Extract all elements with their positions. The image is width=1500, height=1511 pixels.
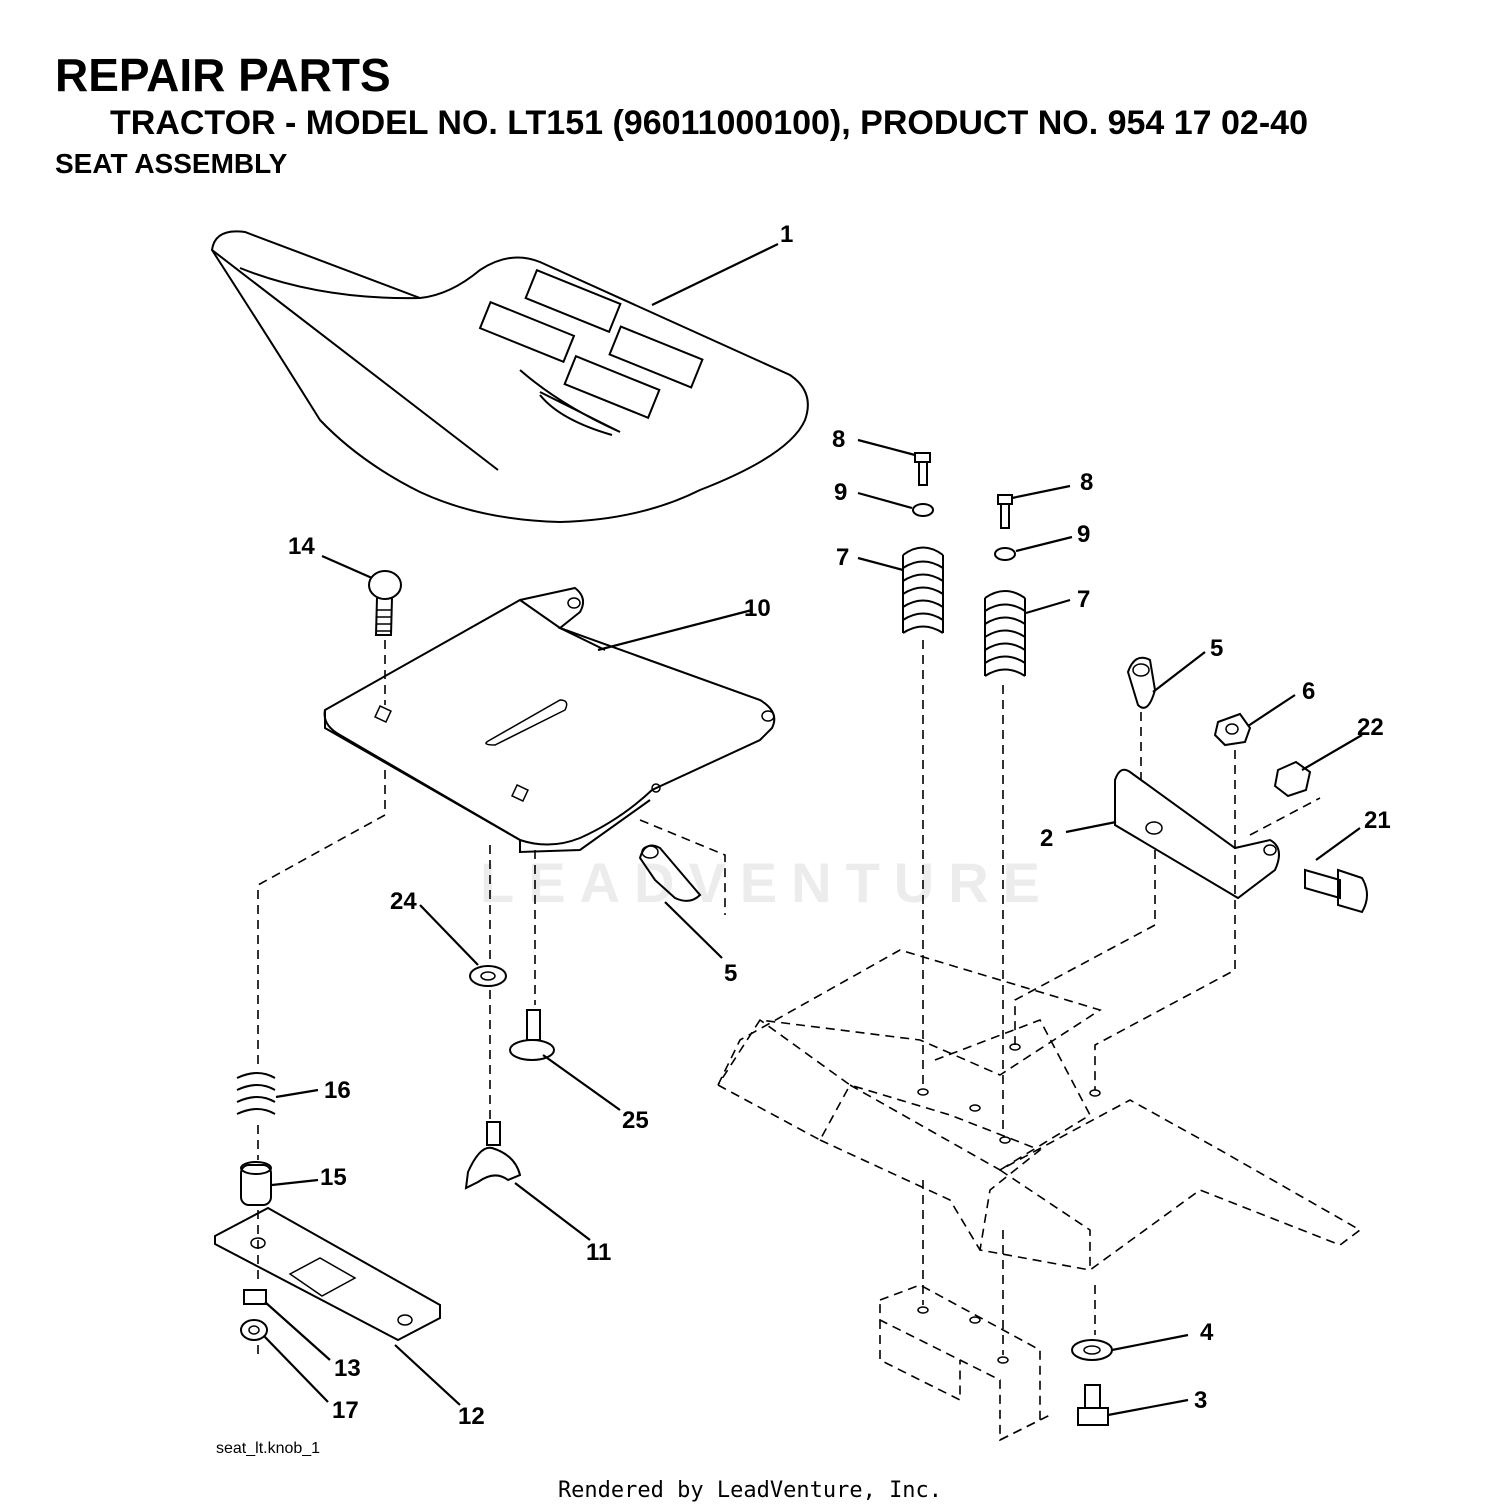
drawing-identifier: seat_lt.knob_1 [216,1440,321,1457]
callout-3: 3 [1194,1387,1207,1414]
right-parts [1114,656,1368,914]
callout-13: 13 [334,1355,361,1382]
seat-pan-part [323,586,776,854]
center-small-parts [464,844,702,1190]
callout-15: 15 [320,1164,347,1191]
watermark-text: LEADVENTURE [480,851,1055,914]
callout-9-left: 9 [834,479,847,506]
callout-21: 21 [1364,807,1391,834]
spring-stack-parts [902,452,1026,677]
page-title: REPAIR PARTS [55,49,391,101]
callout-11: 11 [586,1239,611,1266]
callout-14: 14 [288,533,315,560]
callout-10: 10 [744,595,771,622]
washer-bolt-parts [1071,1339,1113,1426]
callout-5-upper: 5 [1210,635,1223,662]
callout-17: 17 [332,1397,359,1424]
section-title: SEAT ASSEMBLY [55,148,288,179]
callout-2: 2 [1040,825,1053,852]
callout-1: 1 [780,221,793,248]
callout-8-left: 8 [832,426,845,453]
callout-16: 16 [324,1077,351,1104]
callout-25: 25 [622,1107,649,1134]
callout-7-right: 7 [1077,586,1090,613]
callout-9-right: 9 [1077,521,1090,548]
callout-6: 6 [1302,678,1315,705]
callout-12: 12 [458,1403,485,1430]
callout-5-lower: 5 [724,960,737,987]
callout-22: 22 [1357,714,1384,741]
alignment-lines [257,640,1321,1360]
frame-holes [917,1043,1101,1364]
callout-4: 4 [1200,1319,1214,1346]
callout-labels: 1 10 14 8 9 7 8 9 7 5 6 22 21 2 24 5 25 … [288,221,1391,1430]
leader-lines [263,243,1363,1417]
model-subtitle: TRACTOR - MODEL NO. LT151 (96011000100),… [110,104,1308,142]
callout-8-right: 8 [1080,469,1093,496]
tractor-frame-dashed [717,949,1362,1442]
lower-left-parts [214,1072,441,1342]
callout-7-left: 7 [836,544,849,571]
footer-credit: Rendered by LeadVenture, Inc. [557,1478,943,1503]
callout-24: 24 [390,888,417,915]
carriage-bolt-part [368,570,402,636]
seat-part [210,230,809,524]
